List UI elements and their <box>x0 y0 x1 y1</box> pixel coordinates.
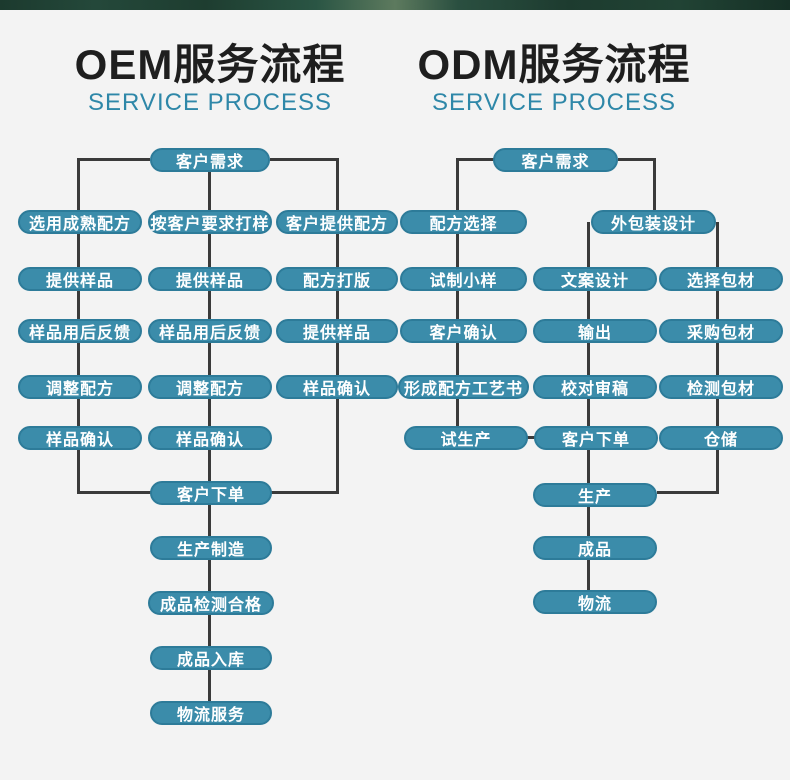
connector-line <box>456 158 459 428</box>
odm-subtitle: SERVICE PROCESS <box>432 89 676 116</box>
oem-title: OEM服务流程 <box>74 41 346 88</box>
oem-flow-node: 成品检测合格 <box>148 591 274 615</box>
odm-flow-node: 校对审稿 <box>533 375 657 399</box>
odm-flow-node: 客户需求 <box>493 148 618 172</box>
odm-flow-node: 选择包材 <box>659 267 783 291</box>
connector-line <box>456 158 494 161</box>
odm-title: ODM服务流程 <box>417 41 691 88</box>
odm-flow-node: 外包装设计 <box>591 210 716 234</box>
oem-flow-node: 调整配方 <box>148 375 272 399</box>
odm-header: ODM服务流程 SERVICE PROCESS <box>368 42 740 116</box>
odm-flow-node: 试生产 <box>404 426 528 450</box>
oem-flow-node: 样品用后反馈 <box>148 319 272 343</box>
oem-flow-node: 提供样品 <box>18 267 142 291</box>
oem-flow-node: 样品用后反馈 <box>18 319 142 343</box>
oem-flow-node: 提供样品 <box>276 319 398 343</box>
connector-line <box>716 222 719 494</box>
oem-flow-node: 样品确认 <box>276 375 398 399</box>
oem-flow-node: 客户提供配方 <box>276 210 398 234</box>
oem-flow-node: 选用成熟配方 <box>18 210 142 234</box>
odm-flow-node: 采购包材 <box>659 319 783 343</box>
connector-line <box>78 158 150 161</box>
oem-flow-node: 提供样品 <box>148 267 272 291</box>
oem-flow-node: 调整配方 <box>18 375 142 399</box>
connector-line <box>618 158 656 161</box>
odm-flow-node: 仓储 <box>659 426 783 450</box>
oem-flow-node: 客户下单 <box>150 481 272 505</box>
oem-flow-node: 成品入库 <box>150 646 272 670</box>
odm-flow-node: 输出 <box>533 319 657 343</box>
odm-flow-node: 客户下单 <box>534 426 658 450</box>
connector-line <box>527 436 536 439</box>
oem-flow-node: 按客户要求打样 <box>148 210 272 234</box>
oem-flow-node: 样品确认 <box>148 426 272 450</box>
oem-flow-node: 配方打版 <box>276 267 398 291</box>
odm-flow-node: 生产 <box>533 483 657 507</box>
oem-subtitle: SERVICE PROCESS <box>88 89 332 116</box>
odm-flow-node: 形成配方工艺书 <box>398 375 529 399</box>
top-photo-strip <box>0 0 790 10</box>
odm-flow-node: 物流 <box>533 590 657 614</box>
connector-line <box>77 491 151 494</box>
odm-flow-node: 成品 <box>533 536 657 560</box>
odm-flow-node: 文案设计 <box>533 267 657 291</box>
connector-line <box>657 491 719 494</box>
connector-line <box>270 491 338 494</box>
connector-line <box>270 158 338 161</box>
oem-flow-node: 物流服务 <box>150 701 272 725</box>
odm-flow-node: 配方选择 <box>400 210 527 234</box>
odm-flow-node: 试制小样 <box>400 267 527 291</box>
odm-flow-node: 检测包材 <box>659 375 783 399</box>
oem-flow-node: 样品确认 <box>18 426 142 450</box>
connector-line <box>587 222 590 269</box>
oem-flow-node: 客户需求 <box>150 148 270 172</box>
oem-header: OEM服务流程 SERVICE PROCESS <box>0 42 420 116</box>
oem-flow-node: 生产制造 <box>150 536 272 560</box>
connector-line <box>653 158 656 212</box>
odm-flow-node: 客户确认 <box>400 319 527 343</box>
